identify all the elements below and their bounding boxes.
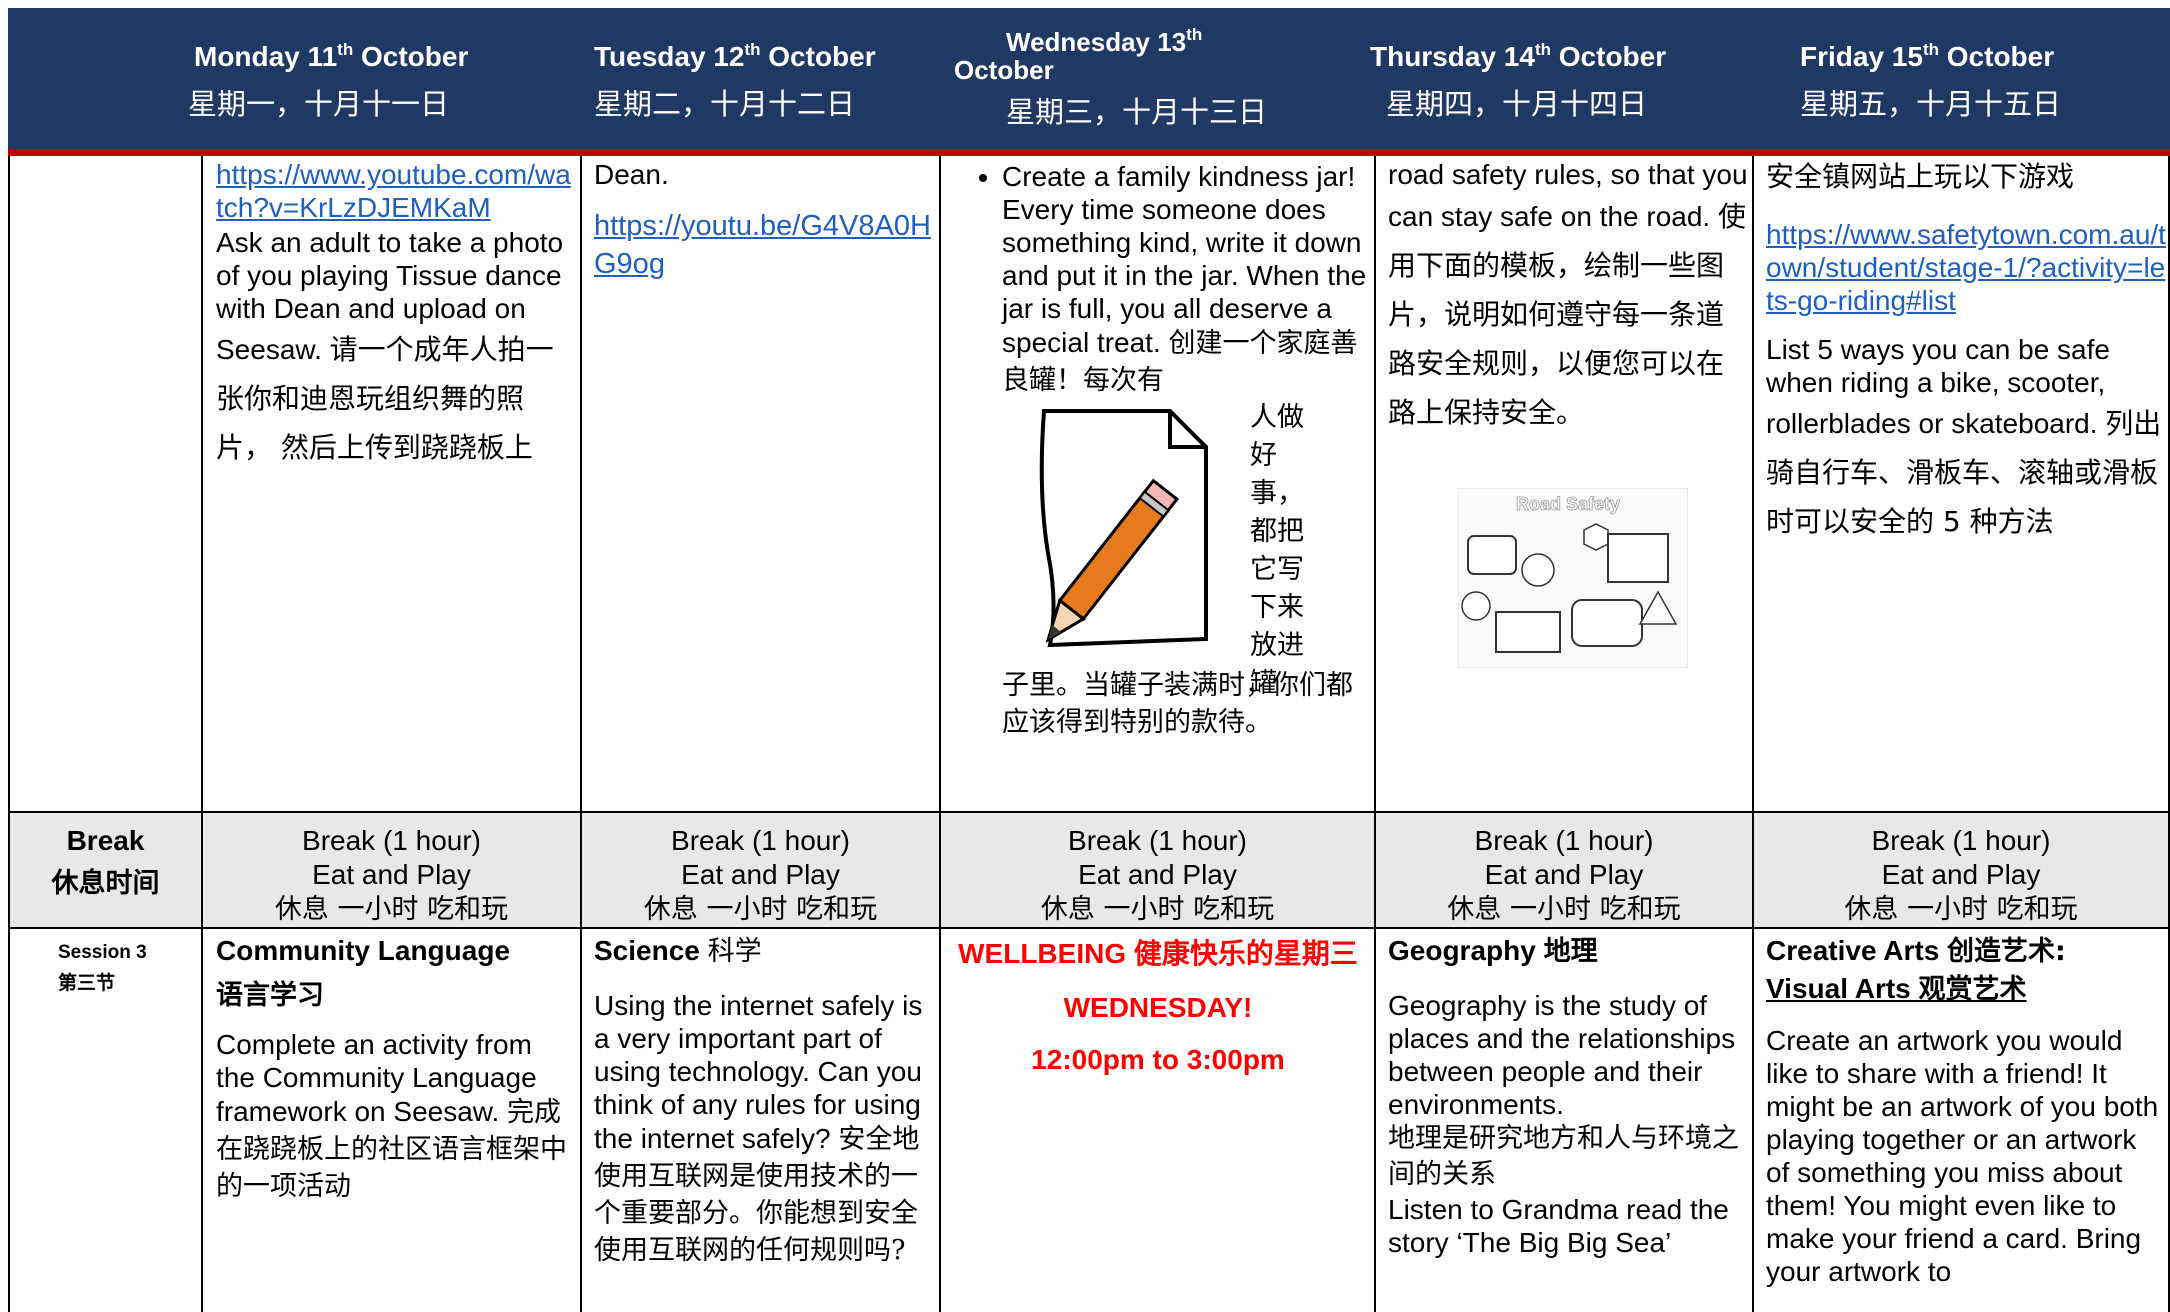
wednesday-kindness-item: Create a family kindness jar! Every time… [1002,160,1368,399]
grid-line [580,156,582,1312]
wednesday-zh-side: 人做好事，都把它写下来放进罐 [1250,402,1304,699]
visual-arts-subtitle: Visual Arts [1766,973,1911,1004]
header-thursday-zh: 星期四，十月十四日 [1386,87,1648,121]
monday-activity-zh: 请一个成年人拍一张你和迪恩玩组织舞的照片， 然后上传到跷跷板上 [216,333,554,464]
creative-arts-title: Creative Arts [1766,935,1940,966]
tuesday-video-link[interactable]: https://youtu.be/G4V8A0HG9og [594,210,931,280]
header-wednesday: Wednesday 13th October 星期三，十月十三日 [954,25,1268,129]
monday-activity: https://www.youtube.com/watch?v=KrLzDJEM… [216,158,576,808]
header-tuesday: Tuesday 12th October 星期二，十月十二日 [594,40,876,121]
header-friday: Friday 15th October 星期五，十月十五日 [1800,40,2062,121]
grid-line [1374,156,1376,1312]
friday-zh-top: 安全镇网站上玩以下游戏 [1766,160,2075,193]
visual-arts-text: Create an artwork you would like to shar… [1766,1025,2159,1287]
break-label-zh: 休息时间 [51,868,160,899]
header-tuesday-zh: 星期二，十月十二日 [594,87,856,121]
wellbeing-title: WELLBEING 健康快乐的星期三 [958,938,1358,969]
wellbeing-wednesday: WEDNESDAY! [1063,992,1253,1023]
community-language-title: Community Language [216,935,511,966]
session3-friday: Creative Arts 创造艺术: Visual Arts 观赏艺术 Cre… [1766,934,2166,1312]
break-label: Break [66,825,145,856]
geography-story-text: Listen to Grandma read the story ‘The Bi… [1388,1194,1729,1258]
week-header: Monday 11th October 星期一，十月十一日 Tuesday 12… [8,8,2170,156]
session3-thursday: Geography 地理 Geography is the study of p… [1388,934,1748,1312]
grid-line [939,156,941,1312]
grid-line [8,927,2170,929]
session3-wednesday: WELLBEING 健康快乐的星期三 WEDNESDAY! 12:00pm to… [948,930,1368,1312]
science-title: Science [594,935,700,966]
thursday-activity-text: road safety rules, so that you can stay … [1388,159,1748,232]
geography-text: Geography is the study of places and the… [1388,990,1736,1120]
session3-label-zh: 第三节 [58,972,116,994]
geography-zh: 地理是研究地方和人与环境之间的关系 [1388,1123,1739,1190]
grid-line [8,811,2170,813]
grid-line [1752,156,1754,1312]
friday-activity: 安全镇网站上玩以下游戏 https://www.safetytown.com.a… [1766,158,2166,808]
wednesday-zh-end: 子里。当罐子装满时，你们都应该得到特别的款待。 [1002,670,1353,738]
session3-label-cell: Session 3 第三节 [10,930,201,1050]
road-safety-worksheet-image: Road Safety [1458,488,1688,668]
friday-safetytown-link[interactable]: https://www.safetytown.com.au/town/stude… [1766,219,2166,316]
grid-line [8,156,10,1312]
friday-activity-text: List 5 ways you can be safe when riding … [1766,334,2110,439]
header-monday-zh: 星期一，十月十一日 [188,87,450,121]
wellbeing-time: 12:00pm to 3:00pm [1031,1044,1285,1075]
session3-tuesday: Science 科学 Using the internet safely is … [594,935,923,1266]
community-language-title-zh: 语言学习 [216,980,324,1011]
tuesday-activity: Dean. https://youtu.be/G4V8A0HG9og [594,158,934,808]
session3-label: Session 3 [58,942,147,963]
grid-line [201,156,203,1312]
header-wednesday-zh: 星期三，十月十三日 [1006,95,1268,129]
break-row-bg [8,812,2170,928]
break-label-cell: Break 休息时间 [10,814,201,926]
session3-monday: Community Language 语言学习 Complete an acti… [216,934,576,1312]
grid-line [2168,156,2170,1312]
tuesday-activity-text: Dean. [594,159,669,190]
monday-activity-text: Ask an adult to take a photo of you play… [216,227,564,365]
thursday-activity-zh: 使用下面的模板，绘制一些图片，说明如何遵守每一条道路安全规则，以便您可以在路上保… [1388,200,1747,429]
geography-title: Geography [1388,935,1536,966]
monday-video-link[interactable]: https://www.youtube.com/watch?v=KrLzDJEM… [216,159,571,223]
header-thursday: Thursday 14th October 星期四，十月十四日 [1370,40,1667,121]
paper-pencil-icon [1039,409,1208,648]
wednesday-activity: Create a family kindness jar! Every time… [948,158,1368,808]
thursday-activity: road safety rules, so that you can stay … [1388,158,1748,808]
svg-text:Road Safety: Road Safety [1516,494,1620,514]
header-monday: Monday 11th October 星期一，十月十一日 [188,40,469,121]
header-friday-zh: 星期五，十月十五日 [1800,87,2062,121]
friday-activity-zh: 列出骑自行车、滑板车、滚轴或滑板时可以安全的 5 种方法 [1766,407,2162,538]
